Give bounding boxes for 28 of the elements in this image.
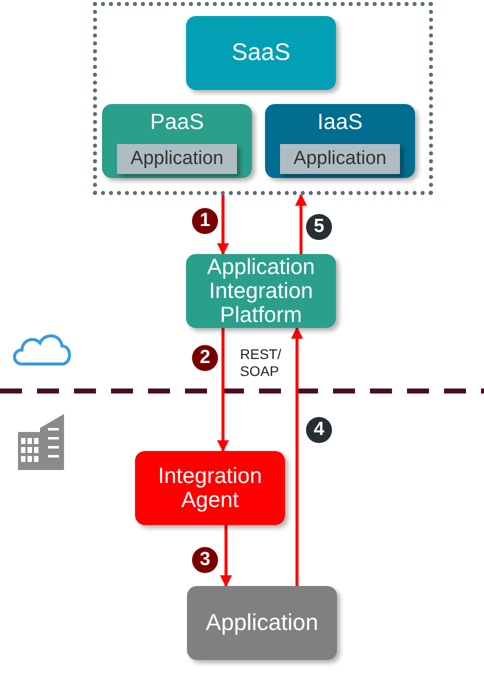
platform-box xyxy=(186,254,336,328)
box-label: Application xyxy=(206,610,318,636)
box-label: Integration Agent xyxy=(157,464,263,512)
box-label: SaaS xyxy=(232,40,290,66)
box-label: Application Integration Platform xyxy=(206,254,316,328)
dotted-frame xyxy=(93,2,433,195)
callout-number: 2 xyxy=(192,345,218,371)
application-box xyxy=(117,144,237,174)
box-label: Application xyxy=(294,148,386,170)
application-box xyxy=(187,586,337,660)
agent-box xyxy=(135,451,285,525)
arrow xyxy=(217,328,229,452)
box-heading: IaaS xyxy=(317,110,363,134)
callout-number: 4 xyxy=(306,417,332,443)
callout-number: 5 xyxy=(306,214,332,240)
arrow xyxy=(295,194,307,254)
saas-box xyxy=(186,16,336,90)
paas-box xyxy=(102,104,252,178)
callout-number: 1 xyxy=(192,208,218,234)
protocol-label: REST/ SOAP xyxy=(240,346,282,380)
arrow xyxy=(217,195,229,256)
application-box xyxy=(280,144,400,174)
iaas-box xyxy=(265,104,415,178)
arrow xyxy=(291,326,303,586)
callout-number: 3 xyxy=(192,547,218,573)
box-heading: PaaS xyxy=(150,110,204,134)
box-label: Application xyxy=(130,148,224,170)
arrow xyxy=(220,525,232,588)
